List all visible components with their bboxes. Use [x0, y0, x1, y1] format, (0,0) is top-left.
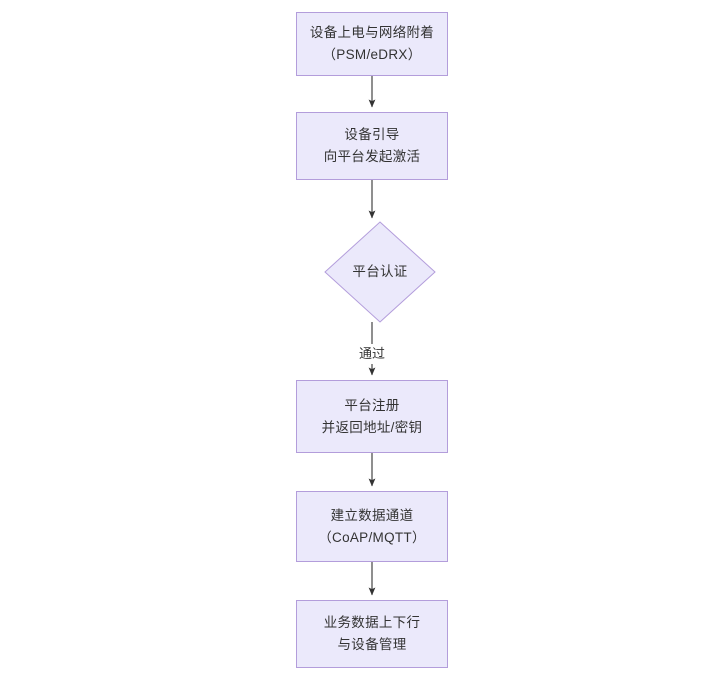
- node-line: 平台认证: [352, 264, 408, 279]
- decision-diamond-shape: [324, 221, 436, 323]
- node-line: 业务数据上下行: [323, 615, 421, 630]
- node-business-data-and-device-management[interactable]: 业务数据上下行 与设备管理: [296, 600, 448, 668]
- node-line: 与设备管理: [337, 637, 407, 652]
- node-establish-data-channel[interactable]: 建立数据通道 （CoAP/MQTT）: [296, 491, 448, 562]
- edge-label-pass: 通过: [356, 344, 389, 364]
- node-device-bootstrap[interactable]: 设备引导 向平台发起激活: [296, 112, 448, 180]
- node-line: （PSM/eDRX）: [322, 47, 422, 62]
- node-line: （CoAP/MQTT）: [318, 529, 426, 545]
- node-line: 设备引导: [344, 127, 400, 142]
- node-platform-authentication[interactable]: 平台认证: [325, 222, 435, 322]
- node-line: 向平台发起激活: [323, 149, 421, 164]
- node-line: 平台注册: [344, 397, 400, 413]
- node-line: 建立数据通道: [330, 507, 414, 523]
- node-line: 设备上电与网络附着: [309, 25, 435, 40]
- node-line: 并返回地址/密钥: [321, 419, 423, 435]
- node-device-power-on[interactable]: 设备上电与网络附着 （PSM/eDRX）: [296, 12, 448, 76]
- node-platform-registration[interactable]: 平台注册 并返回地址/密钥: [296, 380, 448, 453]
